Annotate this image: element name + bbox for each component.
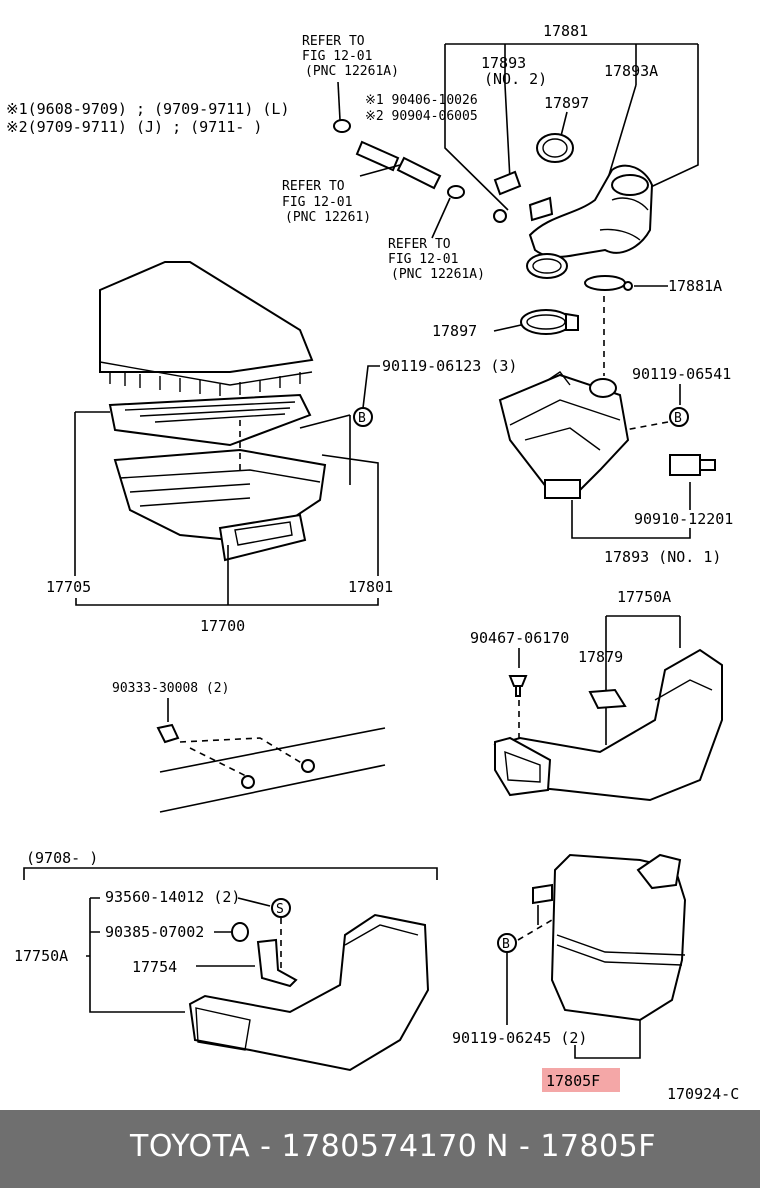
bolt-90333 [156,723,180,744]
label-refer3-fig: FIG 12-01 [388,252,458,267]
label-17897-top: 17897 [544,94,589,112]
circle-s [271,898,291,918]
label-17881A: 17881A [668,277,722,295]
circle-b-2 [353,407,373,427]
label-refer1-fig: FIG 12-01 [302,49,372,64]
label-circle-b-2: B [358,411,366,426]
label-17801: 17801 [348,578,393,596]
air-cleaner-hose [493,133,654,279]
label-refer2-pnc: (PNC 12261) [285,210,371,225]
sensor-90910-12201 [669,454,716,476]
label-circle-b-1: B [674,411,682,426]
label-17750A-left: 17750A [14,947,68,965]
label-17881: 17881 [543,22,588,40]
parts-diagram: 17881 17893 (NO. 2) 17893A 17897 REFER T… [6,22,739,1103]
grommet-90385 [231,922,249,942]
label-17879: 17879 [578,648,623,666]
label-17750A-top: 17750A [617,588,671,606]
label-note3: ※1 90406-10026 [365,93,478,108]
label-17893: 17893 [481,54,526,72]
label-90333-30008: 90333-30008 (2) [112,681,229,696]
bracket-17754 [256,938,298,988]
label-refer2: REFER TO [282,179,345,194]
clamp-17897 [520,309,579,335]
label-code: 170924-C [667,1085,739,1103]
clamp-small-2 [447,185,465,199]
label-17893A: 17893A [604,62,658,80]
inlet-17750A [493,648,723,802]
label-no2: (NO. 2) [484,70,547,88]
seal-17879 [588,688,627,710]
circle-b-1 [669,407,689,427]
label-17700: 17700 [200,617,245,635]
clamp-17881A [584,275,633,291]
vacuum-hose-1 [355,140,400,172]
label-90385-07002: 90385-07002 [105,923,204,941]
label-note4: ※2 90904-06005 [365,109,478,124]
label-refer1: REFER TO [302,34,365,49]
body-panel [159,727,386,813]
footer-ref: N - 17805F [486,1129,657,1164]
air-cleaner-case [113,448,327,562]
resonator-17805F [532,853,687,1022]
label-90467-06170: 90467-06170 [470,629,569,647]
label-circle-s: S [276,902,284,917]
label-note1: ※1(9608-9709) ; (9709-9711) (L) [6,100,290,118]
label-note2: ※2(9709-9711) (J) ; (9711- ) [6,118,262,136]
air-cleaner-cap [99,261,314,396]
label-90910-12201: 90910-12201 [634,510,733,528]
label-17705: 17705 [46,578,91,596]
label-refer2-fig: FIG 12-01 [282,195,352,210]
footer-bar: TOYOTA - 1780574170 N - 17805F [0,1110,760,1188]
label-17805F: 17805F [546,1072,600,1090]
label-90119-06123: 90119-06123 (3) [382,357,517,375]
label-refer3: REFER TO [388,237,451,252]
vacuum-hose-2 [396,156,442,190]
clamp-small-1 [333,119,351,133]
label-90119-06245: 90119-06245 (2) [452,1029,587,1047]
label-refer3-pnc: (PNC 12261A) [391,267,485,282]
air-filter-17801 [108,393,312,447]
inlet-17750A-old [188,913,430,1072]
label-17893-no1: 17893 (NO. 1) [604,548,721,566]
clip-90467-06170 [508,675,528,697]
label-17897-mid: 17897 [432,322,477,340]
label-93560-14012: 93560-14012 (2) [105,888,240,906]
label-90119-06541: 90119-06541 [632,365,731,383]
circle-b-3 [497,933,517,953]
bracket-17881 [444,43,699,211]
label-refer1-pnc: (PNC 12261A) [305,64,399,79]
label-range-9708: (9708- ) [26,849,98,867]
resonator-17893 [498,371,630,499]
label-17754: 17754 [132,958,177,976]
footer-brand-part: TOYOTA - 1780574170 [130,1129,478,1164]
highlight-17805F[interactable]: 17805F [542,1068,620,1092]
label-circle-b-3: B [502,937,510,952]
